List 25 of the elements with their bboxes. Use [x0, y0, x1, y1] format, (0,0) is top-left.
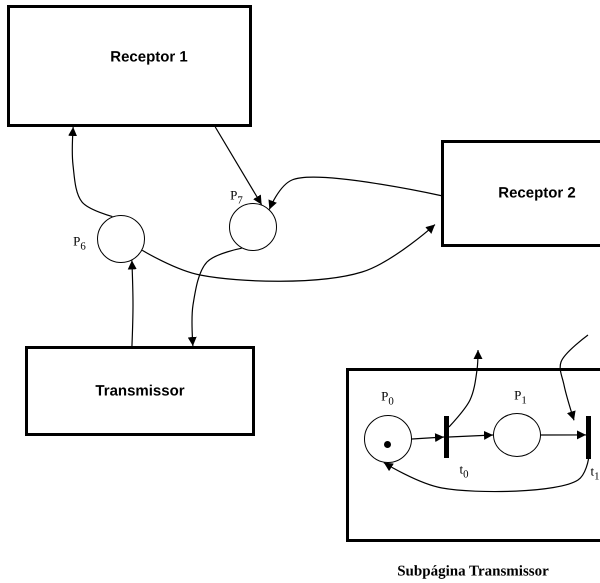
component-box	[441, 140, 600, 247]
arrow	[68, 126, 113, 218]
arrow	[560, 334, 588, 420]
component-box	[25, 346, 255, 436]
node-label: P$_{1}$	[514, 387, 527, 406]
arrow	[268, 176, 442, 210]
box-label: Receptor 2	[498, 184, 576, 202]
arrow	[128, 260, 137, 346]
arrow	[188, 248, 242, 346]
frame-title: Subpágina Transmissor	[397, 564, 549, 580]
arrow	[214, 126, 262, 205]
node-label: t$_{1}$	[590, 464, 600, 482]
node-label: P$_{7}$	[230, 187, 243, 206]
box-label: Transmissor	[95, 382, 185, 400]
node-label: t$_{0}$	[459, 462, 469, 480]
node-label: P$_{0}$	[381, 388, 394, 407]
box-label: Receptor 1	[110, 48, 188, 66]
arrow	[384, 458, 590, 492]
node-label: P$_{6}$	[73, 233, 86, 252]
arrow	[412, 433, 444, 442]
arrow	[448, 430, 494, 440]
arrow	[448, 350, 482, 428]
arrow	[142, 224, 436, 282]
component-box	[7, 5, 252, 127]
arrow	[541, 430, 586, 440]
